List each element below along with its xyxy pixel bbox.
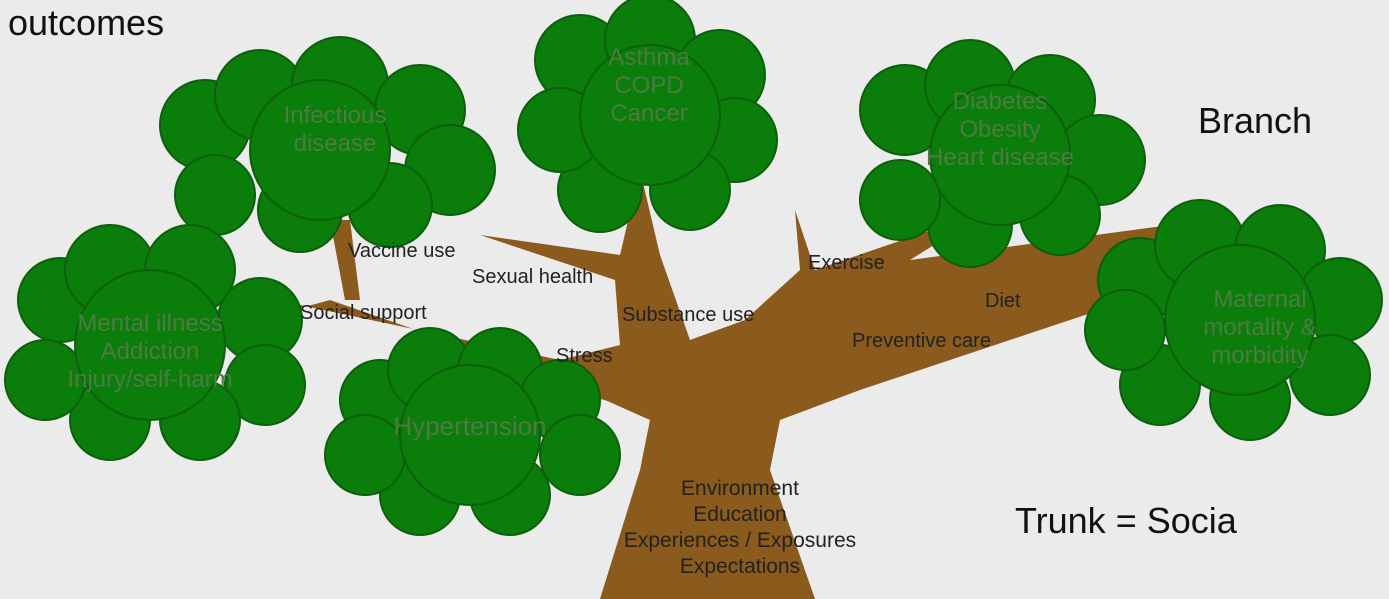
branch-label-sexual-health: Sexual health [472,266,594,288]
canopy-text: Injury/self-harm [67,366,233,393]
canopy-text: Addiction [100,338,200,365]
canopy-text: Cancer [610,100,688,127]
canopy-text: Mental illness [77,310,223,337]
trunk-label: Experiences / Exposures [623,529,857,552]
branch-infectious [330,220,360,300]
canopy-text: morbidity [1211,342,1309,369]
slide-text-outcomes: outcomes [8,2,165,43]
branch-label-preventive-care: Preventive care [852,330,991,352]
branch-label-diet: Diet [985,290,1021,312]
canopy-text: Obesity [959,116,1041,143]
trunk-label: Education [693,503,787,526]
canopy-text: Diabetes [952,88,1048,115]
canopy-label-maternal: Maternal mortality & morbidity [1160,286,1360,370]
branch-label-substance-use: Substance use [622,304,755,326]
canopy-maternal [1084,199,1383,441]
canopy-text: mortality & [1203,314,1317,341]
branch-label-exercise: Exercise [808,252,885,274]
canopy-label-infectious: Infectious disease [235,102,435,158]
slide-text-branch: Branch [1198,100,1313,141]
canopy-label-mental: Mental illness Addiction Injury/self-har… [0,310,300,394]
trunk-label: Expectations [679,555,801,578]
canopy-text: Asthma [608,44,690,71]
trunk-labels: Environment Education Experiences / Expo… [520,476,960,580]
canopy-metabolic [859,39,1146,268]
slide-text-trunk: Trunk = Socia [1015,500,1237,541]
canopy-text: COPD [614,72,684,99]
canopy-text: disease [293,130,377,157]
branch-label-social-support: Social support [300,302,427,324]
canopy-infectious [159,36,496,253]
trunk [165,170,1320,599]
canopy-respiratory [517,0,778,233]
canopy-text: Heart disease [925,144,1075,171]
trunk-label: Environment [681,477,799,500]
canopy-mental [4,224,306,461]
canopy-text: Maternal [1213,286,1307,313]
canopy-label-hypertension: Hypertension [340,412,600,440]
canopy-text: Infectious [283,102,387,129]
canopy-label-metabolic: Diabetes Obesity Heart disease [875,88,1125,172]
branch-label-stress: Stress [556,345,613,367]
canopy-hypertension [324,327,621,536]
canopy-label-respiratory: Asthma COPD Cancer [574,44,724,128]
canopy-text: Hypertension [393,411,547,441]
branch-label-vaccine-use: Vaccine use [348,240,456,262]
